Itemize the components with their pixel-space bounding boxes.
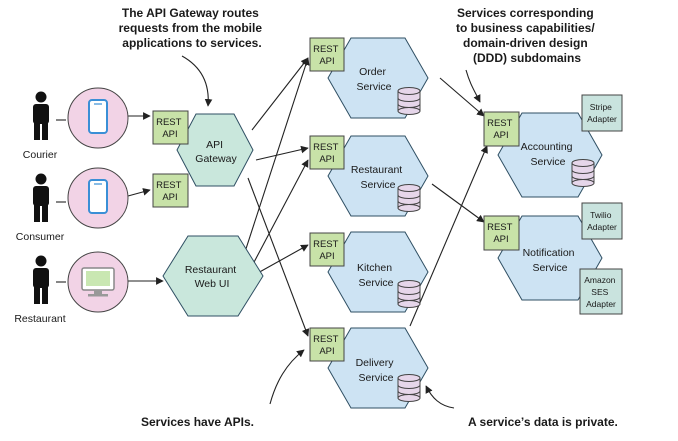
svg-text:Restaurant Web UI: Restaurant Web UI: [185, 264, 239, 290]
svg-text:API Gateway: API Gateway: [195, 139, 237, 165]
accounting-database-icon: [571, 159, 595, 187]
order-database-icon: [397, 87, 421, 115]
consumer-person-icon: [33, 173, 49, 222]
restaurant-web-ui: Restaurant Web UI: [162, 235, 264, 317]
twilio-adapter: Twilio Adapter: [581, 202, 623, 240]
svg-text:REST API: REST API: [487, 118, 515, 141]
courier-label: Courier: [23, 149, 58, 161]
order-rest-api: REST API: [309, 37, 345, 72]
svg-text:Notification Service: Notification Service: [523, 247, 578, 274]
stripe-adapter: Stripe Adapter: [581, 94, 623, 132]
delivery-database-icon: [397, 374, 421, 402]
apis-annotation: Services have APIs.: [141, 415, 254, 429]
private-annotation: A service’s data is private.: [468, 415, 618, 429]
courier-person-icon: [33, 91, 49, 140]
restaurant-person-icon: [33, 255, 49, 304]
notification-rest-api: REST API: [483, 215, 520, 251]
svg-text:Twilio Adapter: Twilio Adapter: [587, 210, 617, 232]
svg-text:Kitchen Service: Kitchen Service: [357, 262, 395, 289]
mobile-phone-icon-consumer: [67, 167, 129, 229]
restaurant-database-icon: [397, 184, 421, 212]
consumer-label: Consumer: [16, 231, 65, 243]
svg-text:REST API: REST API: [313, 239, 341, 262]
desktop-monitor-icon: [67, 251, 129, 313]
gateway-rest-api-consumer: REST API: [152, 173, 189, 208]
svg-text:Order Service: Order Service: [356, 66, 391, 93]
svg-text:Stripe Adapter: Stripe Adapter: [587, 102, 617, 124]
delivery-rest-api: REST API: [309, 327, 345, 362]
gateway-annotation: The API Gateway routes requests from the…: [119, 6, 266, 50]
notification-service: Notification Service: [497, 215, 603, 301]
api-gateway: API Gateway: [176, 113, 254, 187]
svg-text:Delivery Service: Delivery Service: [356, 357, 397, 384]
ddd-annotation: Services corresponding to business capab…: [456, 6, 598, 65]
svg-text:Restaurant Service: Restaurant Service: [351, 164, 405, 191]
svg-text:REST API: REST API: [313, 334, 341, 357]
svg-text:REST API: REST API: [313, 44, 341, 67]
svg-text:REST API: REST API: [156, 180, 184, 203]
svg-text:REST API: REST API: [313, 142, 341, 165]
svg-text:Amazon SES Adapter: Amazon SES Adapter: [584, 275, 618, 309]
gateway-rest-api-courier: REST API: [152, 110, 189, 145]
accounting-rest-api: REST API: [483, 111, 520, 147]
mobile-phone-icon-courier: [67, 87, 129, 149]
svg-text:REST API: REST API: [156, 117, 184, 140]
amazon-ses-adapter: Amazon SES Adapter: [579, 268, 623, 315]
restaurant-rest-api: REST API: [309, 135, 345, 170]
connector-arrows: [56, 55, 488, 409]
kitchen-rest-api: REST API: [309, 232, 345, 267]
svg-text:Accounting Service: Accounting Service: [521, 141, 576, 168]
kitchen-database-icon: [397, 280, 421, 308]
restaurant-actor-label: Restaurant: [14, 313, 65, 325]
svg-text:REST API: REST API: [487, 222, 515, 245]
